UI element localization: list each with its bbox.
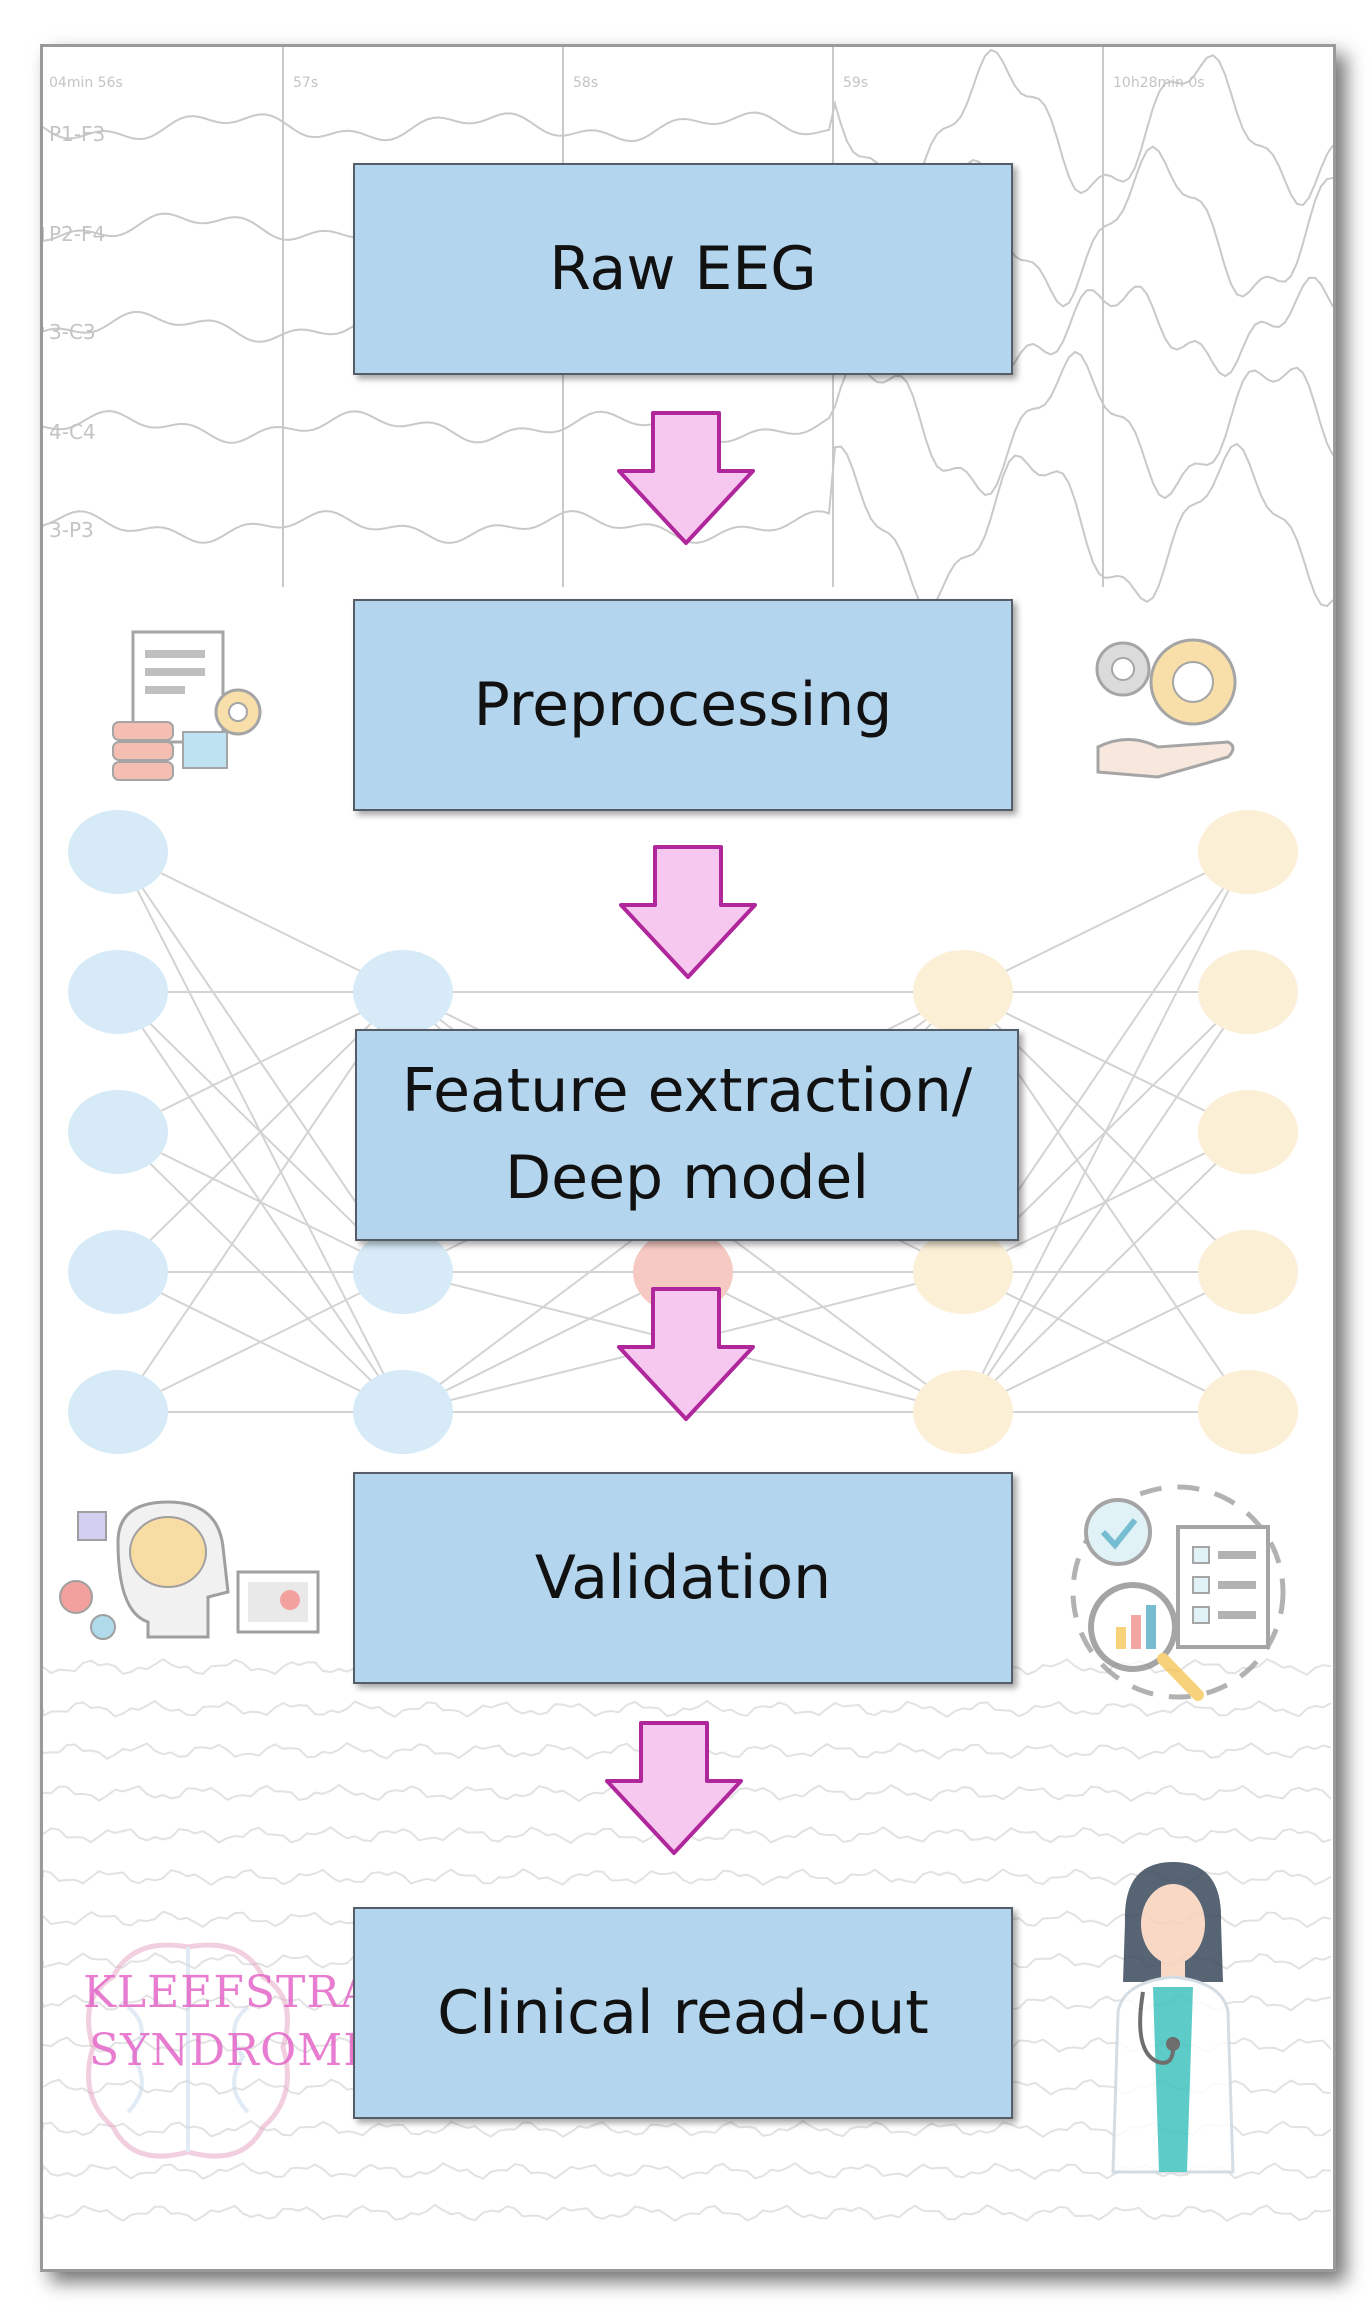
stage-clinical-readout: Clinical read-out <box>353 1907 1013 2119</box>
network-input-node <box>68 950 168 1034</box>
network-hidden-node <box>353 1370 453 1454</box>
network-input-node <box>68 810 168 894</box>
timestamp-label: 04min 56s <box>49 75 123 91</box>
eeg-channel-labels: P1-F3 P2-F4 3-C3 4-C4 3-P3 04min 56s 57s… <box>49 75 1205 542</box>
network-nodes <box>68 810 1298 1454</box>
network-hidden-node <box>913 1370 1013 1454</box>
timestamp-label: 10h28min 0s <box>1113 75 1205 91</box>
syndrome-label-line2: SYNDROME <box>89 2025 377 2076</box>
down-arrow-icon <box>605 1721 743 1855</box>
down-arrow-icon <box>617 411 755 545</box>
gears-hand-icon <box>1095 638 1237 779</box>
background-illustration: P1-F3 P2-F4 3-C3 4-C4 3-P3 04min 56s 57s… <box>43 47 1333 2223</box>
timestamp-label: 59s <box>843 75 868 91</box>
network-output-node <box>1198 1230 1298 1314</box>
ai-brain-icon <box>59 1500 320 1640</box>
channel-label: 4-C4 <box>49 420 96 444</box>
stage-validation: Validation <box>353 1472 1013 1684</box>
checklist-magnifier-icon <box>1070 1484 1286 1701</box>
network-input-node <box>68 1090 168 1174</box>
network-input-node <box>68 1370 168 1454</box>
documents-gear-icon <box>112 630 262 781</box>
timestamp-label: 57s <box>293 75 318 91</box>
network-hidden-node <box>913 950 1013 1034</box>
brain-outline-icon <box>86 1942 290 2159</box>
channel-label: P1-F3 <box>49 122 105 146</box>
flowchart-frame: P1-F3 P2-F4 3-C3 4-C4 3-P3 04min 56s 57s… <box>40 44 1336 2272</box>
stage-raw-eeg: Raw EEG <box>353 163 1013 375</box>
network-output-node <box>1198 810 1298 894</box>
channel-label: P2-F4 <box>49 222 105 246</box>
channel-label: 3-C3 <box>49 320 96 344</box>
network-output-node <box>1198 1090 1298 1174</box>
stage-feature-extraction: Feature extraction/ Deep model <box>355 1029 1019 1241</box>
network-input-node <box>68 1230 168 1314</box>
down-arrow-icon <box>617 1287 755 1421</box>
channel-label: 3-P3 <box>49 518 94 542</box>
doctor-icon <box>1111 1862 1235 2174</box>
network-hidden-node <box>353 1230 453 1314</box>
network-hidden-node <box>353 950 453 1034</box>
network-hidden-node <box>913 1230 1013 1314</box>
down-arrow-icon <box>619 845 757 979</box>
network-output-node <box>1198 950 1298 1034</box>
syndrome-label-line1: KLEEFSTRA <box>83 1967 374 2018</box>
stage-preprocessing: Preprocessing <box>353 599 1013 811</box>
timestamp-label: 58s <box>573 75 598 91</box>
network-output-node <box>1198 1370 1298 1454</box>
